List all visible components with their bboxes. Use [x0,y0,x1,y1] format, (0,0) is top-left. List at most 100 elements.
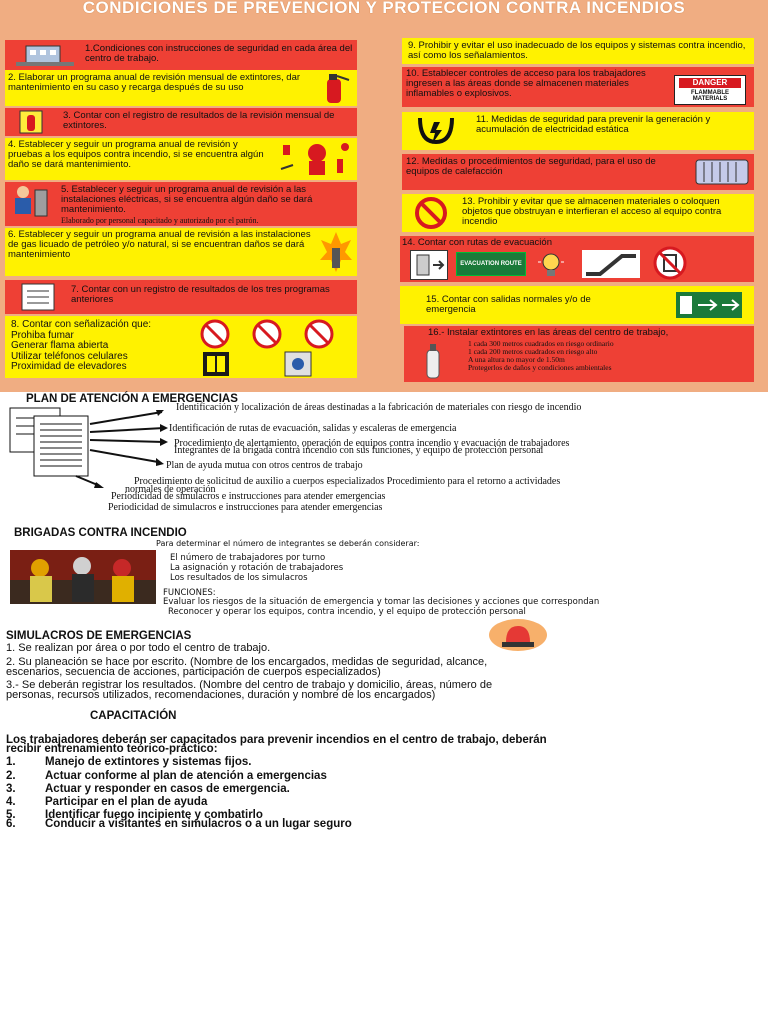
fire-equipment-icons [277,139,355,179]
plan-item: Integrantes de la brigada contra incendi… [174,445,544,456]
brigadas-title: BRIGADAS CONTRA INCENDIO [14,527,187,539]
clipboard-icon [19,282,59,312]
capacitacion-title: CAPACITACIÓN [90,710,177,722]
prohibited-icon [406,196,456,230]
plan-title: PLAN DE ATENCIÓN A EMERGENCIAS [26,393,238,405]
condition-6-text: 6. Establecer y seguir un programa anual… [8,229,311,260]
condition-16-text: 16.- Instalar extintores en las áreas de… [428,327,669,338]
plan-item: Procedimiento de alertamiento, operación… [174,438,570,449]
condition-8-line: Prohiba fumar [11,329,74,341]
poster-title: CONDICIONES DE PREVENCIÓN Y PROTECCIÓN C… [82,0,686,17]
condition-8-line: Proximidad de elevadores [11,361,127,372]
condition-10-text: 10. Establecer controles de acceso para … [406,68,646,99]
extinguisher-cabinet-icon [19,110,43,134]
capacitacion-item-number: 2. [6,770,16,782]
condition-5-note: Elaborado por personal capacitado y auto… [61,216,259,225]
capacitacion-item-number: 4. [6,796,16,808]
condition-16-line: 1 cada 200 metros cuadrados en riesgo al… [468,347,598,356]
condition-9-text: 9. Prohibir y evitar el uso inadecuado d… [408,40,746,61]
heater-icon [694,156,750,188]
plan-item: normales de operación [125,484,216,495]
capacitacion-item-number: 5. [6,809,16,821]
documents-diagram-icon [6,404,176,490]
simulacros-title: SIMULACROS DE EMERGENCIAS [6,630,192,642]
brigadas-consideration: El número de trabajadores por turno [170,553,326,563]
escalator-icon [582,250,640,278]
condition-4-text: 4. Establecer y seguir un programa anual… [8,139,264,170]
condition-8-line: Generar flama abierta [11,340,109,351]
condition-1: 1.Condiciones con instrucciones de segur… [5,40,357,70]
exit-door-icon [410,250,448,280]
capacitacion-item-number: 6. [6,818,16,830]
condition-16-details: 1 cada 300 metros cuadrados en riesgo or… [468,340,748,372]
condition-8-text: 8. Contar con señalización que: Prohiba … [11,319,199,373]
danger-sign-bottom: FLAMMABLE MATERIALS [691,90,729,102]
condition-12-text: 12. Medidas o procedimientos de segurida… [406,156,656,177]
capacitacion-item: Conducir a visitantes en simulacros o a … [45,818,352,830]
plan-item: Plan de ayuda mutua con otros centros de… [166,460,363,471]
condition-13-text: 13. Prohibir y evitar que se almacenen m… [462,196,722,227]
brigadas-intro: Para determinar el número de integrantes… [156,539,420,548]
plan-item: Periodicidad de simulacros e instruccion… [108,502,383,513]
simulacros-line: 3.- Se deberán registrar los resultados.… [6,679,493,691]
danger-sign-top: DANGER [679,78,741,88]
condition-11: 11. Medidas de seguridad para prevenir l… [402,112,754,150]
condition-3-text: 3. Contar con el registro de resultados … [63,110,335,131]
condition-2-text: 2. Elaborar un programa anual de revisió… [8,72,301,93]
brigadas-function: Reconocer y operar los equipos, contra i… [168,607,526,617]
simulacros-line: 2. Su planeación se hace por escrito. (N… [6,656,488,668]
capacitacion-item: Actuar y responder en casos de emergenci… [45,783,290,795]
firefighters-photo [10,550,156,604]
condition-7: 7. Contar con un registro de resultados … [5,280,357,314]
condition-14-text: 14. Contar con rutas de evacuación [402,237,552,248]
brigadas-consideration: La asignación y rotación de trabajadores [170,563,344,573]
capacitacion-intro: Los trabajadores deberán ser capacitados… [6,734,547,746]
brigadas-consideration: Los resultados de los simulacros [170,573,308,583]
plan-item: Periodicidad de simulacros e instruccion… [111,491,386,502]
capacitacion-item: Actuar conforme al plan de atención a em… [45,770,327,782]
condition-2: 2. Elaborar un programa anual de revisió… [5,70,357,106]
building-icon [10,42,80,68]
no-elevator-icon [652,246,688,280]
condition-5-text: 5. Establecer y seguir un programa anual… [61,184,313,215]
capacitacion-item-number: 3. [6,783,16,795]
condition-16: 16.- Instalar extintores en las áreas de… [404,326,754,382]
condition-12: 12. Medidas o procedimientos de segurida… [402,154,754,190]
extinguisher-icon [422,342,444,380]
capacitacion-item: Manejo de extintores y sistemas fijos. [45,756,252,768]
prohibition-signs [195,319,355,377]
capacitacion-item: Participar en el plan de ayuda [45,796,208,808]
condition-16-line: Protegerlos de daños y condiciones ambie… [468,363,612,372]
condition-3: 3. Contar con el registro de resultados … [5,108,357,136]
capacitacion-item-number: 1. [6,756,16,768]
condition-15-text: 15. Contar con salidas normales y/o de e… [426,294,591,315]
electrician-icon [9,184,49,220]
condition-10: 10. Establecer controles de acceso para … [402,67,754,107]
condition-1-text: 1.Condiciones con instrucciones de segur… [85,43,353,64]
condition-6: 6. Establecer y seguir un programa anual… [5,228,357,276]
condition-5: 5. Establecer y seguir un programa anual… [5,182,357,226]
static-electricity-icon [410,114,462,148]
condition-14: 14. Contar con rutas de evacuación EVACU… [400,236,754,282]
condition-13: 13. Prohibir y evitar que se almacenen m… [402,194,754,232]
plan-item: Identificación de rutas de evacuación, s… [169,423,457,434]
condition-9: 9. Prohibir y evitar el uso inadecuado d… [402,38,754,64]
gas-explosion-icon [319,230,353,274]
condition-11-text: 11. Medidas de seguridad para prevenir l… [476,114,711,135]
condition-8-line: 8. Contar con señalización que: [11,319,152,330]
capacitacion-item: Identificar fuego incipiente y combatirl… [45,809,263,821]
simulacros-line: 1. Se realizan por área o por todo el ce… [6,642,271,654]
brigadas-function: Evaluar los riesgos de la situación de e… [163,597,600,607]
evacuation-route-sign: EVACUATION ROUTE [456,252,526,276]
extinguisher-icon [317,71,353,105]
danger-sign-icon: DANGER FLAMMABLE MATERIALS [674,75,746,105]
simulacros-line: personas, recursos utilizados, recomenda… [6,689,436,701]
simulacros-line: escenarios, secuencia de acciones, parti… [6,666,381,678]
condition-4: 4. Establecer y seguir un programa anual… [5,138,357,180]
capacitacion-intro: recibir entrenamiento teórico-práctico: [6,743,218,755]
condition-15: 15. Contar con salidas normales y/o de e… [400,286,754,324]
poster: CONDICIONES DE PREVENCIÓN Y PROTECCIÓN C… [0,0,768,392]
condition-16-line: A una altura no mayor de 1.50m [468,355,565,364]
brigadas-functions-label: FUNCIONES: [163,588,216,598]
condition-7-text: 7. Contar con un registro de resultados … [71,284,330,305]
